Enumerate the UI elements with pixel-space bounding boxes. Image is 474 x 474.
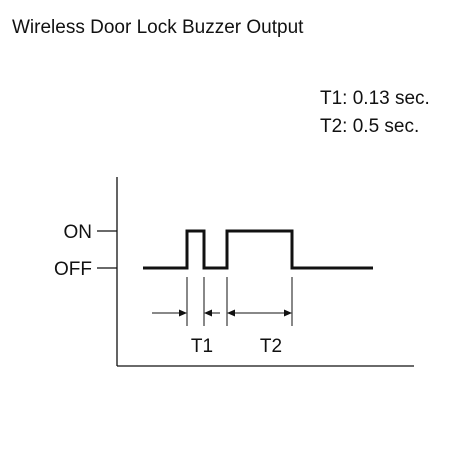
t1-interval-label: T1 (191, 336, 213, 357)
buzzer-signal-waveform (143, 229, 373, 270)
t2-interval-label: T2 (260, 336, 282, 357)
off-level-label: OFF (54, 259, 92, 280)
legend-t1: T1: 0.13 sec. (320, 88, 430, 109)
diagram-title: Wireless Door Lock Buzzer Output (12, 17, 304, 38)
legend-t2: T2: 0.5 sec. (320, 116, 420, 137)
timing-legend: T1: 0.13 sec. T2: 0.5 sec. (320, 85, 430, 141)
on-level-label: ON (64, 222, 93, 243)
